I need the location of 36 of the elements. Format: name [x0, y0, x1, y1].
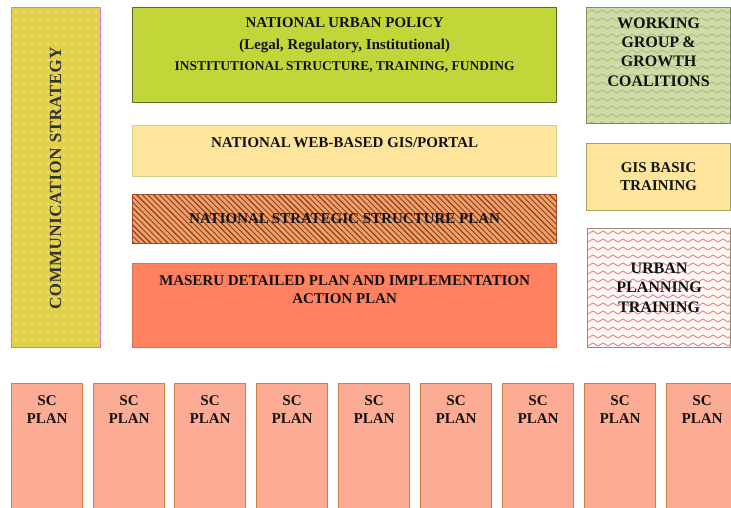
- plan-column: [338, 383, 410, 508]
- side-box: [586, 7, 731, 124]
- box-label: SC PLAN: [516, 392, 560, 428]
- plan-box: [132, 263, 557, 348]
- box-label: SC PLAN: [598, 392, 642, 428]
- hatched-box: [132, 194, 557, 244]
- box-label: (Legal, Regulatory, Institutional): [239, 36, 450, 54]
- box-label: INSTITUTIONAL STRUCTURE, TRAINING, FUNDING: [174, 58, 514, 74]
- box-label: NATIONAL WEB-BASED GIS/PORTAL: [210, 134, 478, 152]
- plan-column: [11, 383, 83, 508]
- box-label: SC PLAN: [270, 392, 314, 428]
- box-label: SC PLAN: [680, 392, 724, 428]
- box-label: WORKING GROUP & GROWTH COALITIONS: [606, 14, 711, 91]
- box-label: SC PLAN: [188, 392, 232, 428]
- policy-box: [132, 7, 557, 103]
- side-box: [586, 143, 731, 211]
- plan-column: [256, 383, 328, 508]
- box-label: SC PLAN: [352, 392, 396, 428]
- plan-column: [502, 383, 574, 508]
- box-label: MASERU DETAILED PLAN AND IMPLEMENTATION ACTION PLAN: [158, 272, 531, 308]
- box-label: SC PLAN: [434, 392, 478, 428]
- side-box: [587, 228, 731, 348]
- box-label: SC PLAN: [108, 392, 150, 428]
- box-label: SC PLAN: [26, 392, 68, 428]
- box-label: URBAN PLANNING TRAINING: [615, 259, 703, 317]
- box-label: NATIONAL STRATEGIC STRUCTURE PLAN: [189, 210, 500, 228]
- vertical-banner: [11, 7, 101, 348]
- portal-box: [132, 125, 557, 177]
- box-label: GIS BASIC TRAINING: [619, 159, 698, 195]
- plan-column: [174, 383, 246, 508]
- box-label: NATIONAL URBAN POLICY: [245, 14, 444, 32]
- plan-column: [666, 383, 731, 508]
- plan-column: [584, 383, 656, 508]
- plan-column: [93, 383, 165, 508]
- box-label: COMMUNICATION STRATEGY: [46, 46, 66, 310]
- plan-column: [420, 383, 492, 508]
